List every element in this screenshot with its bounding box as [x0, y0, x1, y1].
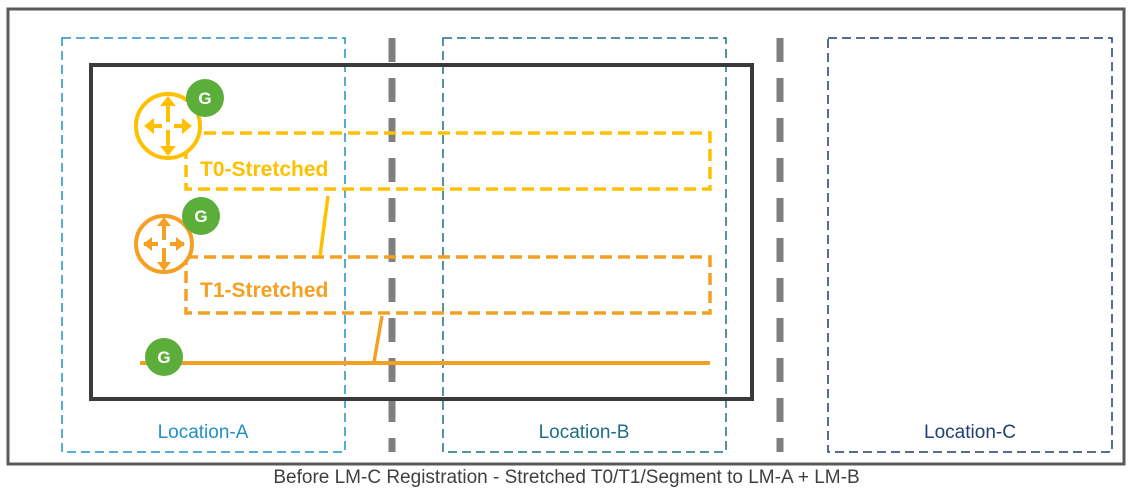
- badge-letter: G: [194, 207, 207, 226]
- stretched-topology-diagram: G G G T0-Stretched T1-Stretched Location…: [6, 7, 1126, 466]
- t1-stretched-label: T1-Stretched: [200, 279, 328, 302]
- t0-stretched-box: [184, 131, 712, 191]
- outer-frame: [6, 7, 1126, 466]
- global-badge-t1: G: [182, 197, 220, 235]
- t1-stretched-box: [184, 255, 712, 315]
- t0-stretched-label: T0-Stretched: [200, 158, 328, 181]
- global-badge-t0: G: [186, 79, 224, 117]
- stretched-scope-box: [89, 63, 754, 401]
- global-badge-segment: G: [145, 338, 183, 376]
- t0-router-icon: [134, 92, 202, 160]
- t1-router-icon: [134, 214, 194, 274]
- t1-segment-connector: [372, 315, 384, 363]
- badge-letter: G: [198, 89, 211, 108]
- location-a-label: Location-A: [158, 422, 249, 443]
- badge-letter: G: [157, 348, 170, 367]
- diagram-caption: Before LM-C Registration - Stretched T0/…: [273, 467, 860, 488]
- location-c-zone: [827, 37, 1113, 453]
- location-a-zone: [61, 37, 346, 453]
- location-c-label: Location-C: [924, 422, 1016, 443]
- location-b-zone: [442, 37, 727, 453]
- t0-t1-connector: [318, 195, 330, 257]
- location-b-label: Location-B: [539, 422, 630, 443]
